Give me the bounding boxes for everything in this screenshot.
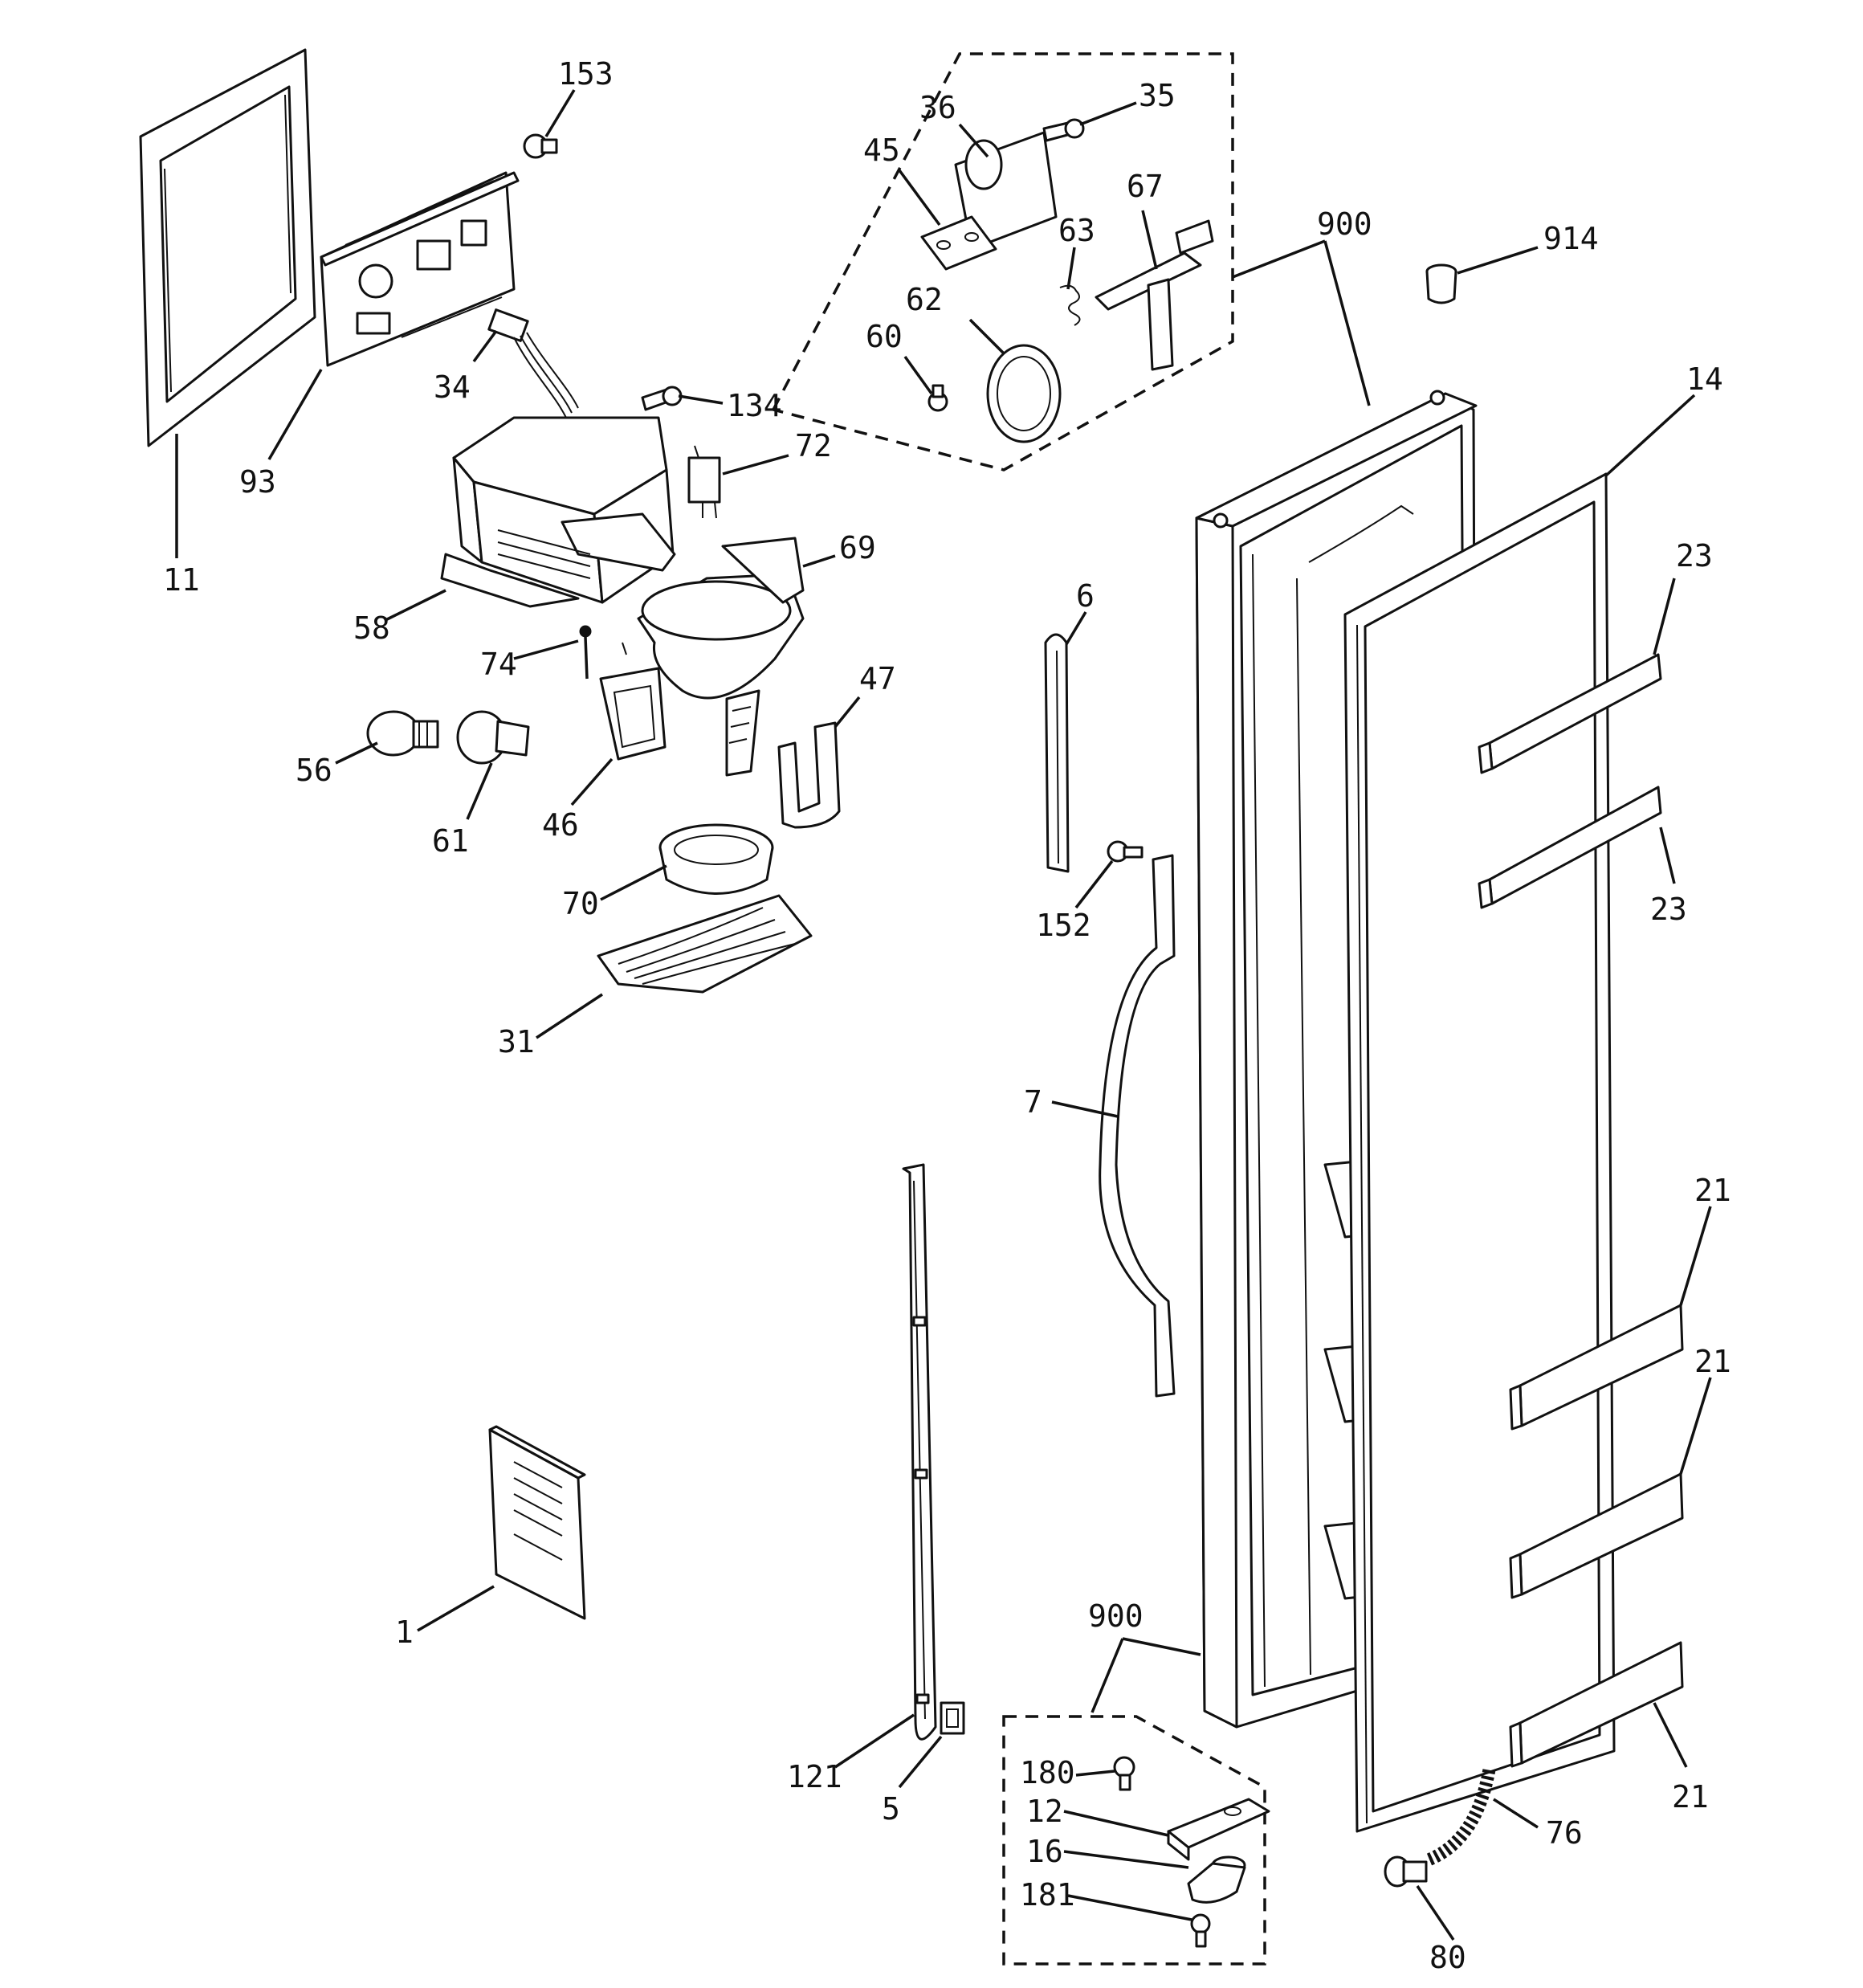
callout-23-upper: 23 (1676, 538, 1713, 574)
part-7-handle (1099, 854, 1176, 1398)
part-47-bracket (777, 721, 841, 829)
part-61-socket (456, 710, 530, 765)
callout-121: 121 (787, 1759, 842, 1794)
callout-61: 61 (432, 823, 469, 859)
callout-76: 76 (1546, 1815, 1583, 1851)
callout-62: 62 (906, 282, 943, 317)
part-914-cap (1425, 263, 1457, 304)
callout-67: 67 (1127, 169, 1164, 204)
callout-56: 56 (296, 753, 332, 788)
part-152-screw (1107, 840, 1143, 863)
callout-7: 7 (1024, 1084, 1042, 1120)
callout-36: 36 (919, 90, 956, 125)
callout-14: 14 (1686, 361, 1723, 397)
callout-93: 93 (239, 464, 276, 500)
part-21-shelf-bar-3 (1509, 1641, 1684, 1768)
callout-180: 180 (1020, 1755, 1075, 1790)
callout-1: 1 (395, 1614, 414, 1650)
callout-23-lower: 23 (1650, 892, 1687, 927)
callout-47: 47 (859, 661, 896, 696)
callout-63: 63 (1058, 213, 1095, 248)
part-76-water-tube (1426, 1766, 1496, 1866)
callout-46: 46 (542, 807, 579, 843)
callout-134: 134 (727, 388, 782, 423)
part-134-screw (641, 386, 683, 411)
callout-914: 914 (1543, 221, 1599, 256)
callout-69: 69 (839, 530, 876, 565)
part-58-dispenser-housing (440, 416, 676, 608)
part-46-flap (599, 667, 667, 761)
callout-6: 6 (1076, 578, 1095, 614)
part-1-booklet (488, 1425, 586, 1620)
callout-45: 45 (863, 133, 900, 168)
part-5-clip (940, 1701, 965, 1735)
callout-74: 74 (480, 647, 517, 682)
callout-21-b: 21 (1694, 1344, 1731, 1379)
callout-35: 35 (1139, 78, 1176, 113)
leader-lines (175, 89, 1712, 1941)
callout-21-c: 21 (1672, 1779, 1709, 1815)
callout-72: 72 (795, 428, 832, 463)
part-80-fitting (1384, 1855, 1428, 1888)
part-74-spring (579, 625, 627, 680)
part-34-wire-harness (487, 308, 579, 418)
callout-5: 5 (882, 1791, 900, 1827)
callout-16: 16 (1026, 1834, 1063, 1869)
part-70-ring (658, 823, 774, 895)
part-69-funnel (637, 537, 805, 777)
part-121-gasket-strip (902, 1163, 937, 1741)
callout-12: 12 (1026, 1794, 1063, 1829)
part-6-trim-strip (1044, 633, 1070, 873)
kit-hinge-assembly (1002, 1715, 1270, 1966)
callout-900-top: 900 (1317, 206, 1372, 242)
part-31-drip-tray (597, 894, 813, 994)
callout-21-a: 21 (1694, 1173, 1731, 1208)
callout-900-bottom: 900 (1088, 1598, 1143, 1634)
callout-181: 181 (1020, 1877, 1075, 1912)
part-153-screw (523, 133, 558, 159)
part-11-recess-frame (139, 48, 316, 447)
callout-labels: 153 36 35 45 67 63 62 60 900 914 14 11 9… (163, 56, 1731, 1975)
part-56-bulb (366, 710, 439, 757)
kit-actuator-assembly (771, 52, 1234, 471)
callout-34: 34 (434, 369, 471, 405)
part-21-shelf-bar-2 (1509, 1472, 1684, 1599)
part-21-shelf-bar-1 (1509, 1304, 1684, 1431)
part-14-gasket (1343, 472, 1616, 1833)
callout-11: 11 (163, 562, 200, 598)
part-23-shelf-bar-lower (1478, 786, 1662, 909)
callout-60: 60 (866, 319, 903, 354)
part-23-shelf-bar-upper (1478, 653, 1662, 774)
callout-80: 80 (1429, 1940, 1466, 1975)
callout-70: 70 (562, 886, 599, 921)
callout-58: 58 (353, 610, 390, 646)
callout-152: 152 (1036, 908, 1091, 943)
part-93-control-board (320, 171, 520, 367)
callout-153: 153 (558, 56, 614, 92)
callout-31: 31 (498, 1024, 535, 1059)
part-72-switch (687, 445, 721, 519)
